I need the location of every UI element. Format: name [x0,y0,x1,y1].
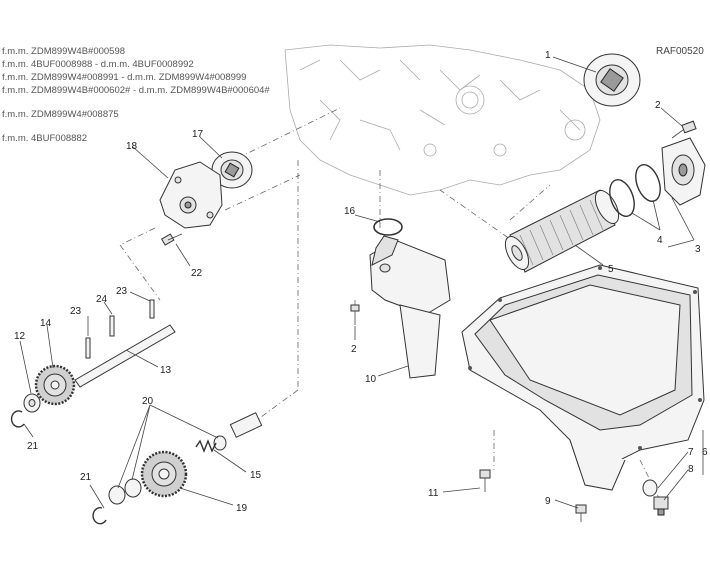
callout-1: 1 [545,50,551,61]
o-ring-16 [373,218,403,236]
callout-16: 16 [344,206,356,217]
callout-22: 22 [191,268,203,279]
drain-plug [642,479,669,516]
oil-pickup [369,235,451,379]
pump-rotor-small [211,151,253,189]
screw-22 [160,233,183,246]
callout-12: 12 [14,331,26,342]
pump-cover [159,161,223,229]
filter-cover [661,137,706,206]
gear-19 [140,450,188,498]
callout-7: 7 [688,447,694,458]
o-rings-4 [609,164,661,217]
callout-10: 10 [365,374,377,385]
callout-labels: 1 2 3 4 5 6 7 8 9 10 11 12 13 14 15 16 1… [14,50,708,514]
assembly-lines [119,107,661,501]
callout-23-left: 23 [70,306,82,317]
diagram-code: RAF00520 [656,46,704,57]
oil-pump-rotor [583,53,641,107]
screw-2-pickup [350,304,360,325]
spring-15 [195,412,263,453]
note-6: f.m.m. 4BUF008882 [2,133,88,144]
oil-sump [461,264,705,491]
washer-12 [23,393,41,413]
note-4: f.m.m. ZDM899W4B#000602# - d.m.m. ZDM899… [2,85,270,96]
pump-shaft [74,324,176,388]
callout-23-right: 23 [116,286,128,297]
callout-8: 8 [688,464,694,475]
circlip-21-left [10,410,25,428]
callout-13: 13 [160,365,172,376]
callout-18: 18 [126,141,138,152]
gear-14 [34,364,76,406]
callout-19: 19 [236,503,248,514]
callout-17: 17 [192,129,204,140]
oil-filter [504,189,620,273]
engine-crankcase-sketch [284,44,601,196]
pins [85,299,155,359]
callout-6: 6 [702,447,708,458]
leader-lines [19,56,704,509]
callout-9: 9 [545,496,551,507]
note-5: f.m.m. ZDM899W4#008875 [2,109,119,120]
callout-2-pickup: 2 [351,344,357,355]
note-2: f.m.m. 4BUF0008988 - d.m.m. 4BUF0008992 [2,59,194,70]
sump-bolt-11 [479,469,491,492]
sump-bolt-9 [575,504,587,522]
callout-20: 20 [142,396,154,407]
callout-4: 4 [657,235,663,246]
callout-14: 14 [40,318,52,329]
circlip-21-bottom [92,507,107,525]
callout-21-left: 21 [27,441,39,452]
callout-3: 3 [695,244,701,255]
callout-11: 11 [428,488,439,499]
callout-15: 15 [250,470,262,481]
callout-21-bottom: 21 [80,472,92,483]
note-3: f.m.m. ZDM899W4#008991 - d.m.m. ZDM899W4… [2,72,247,83]
callout-2-top: 2 [655,100,661,111]
callout-5: 5 [608,264,614,275]
note-1: f.m.m. ZDM899W4B#000598 [2,46,126,57]
callout-24: 24 [96,294,108,305]
screw-2-top [671,120,697,139]
washers-20 [108,435,227,505]
